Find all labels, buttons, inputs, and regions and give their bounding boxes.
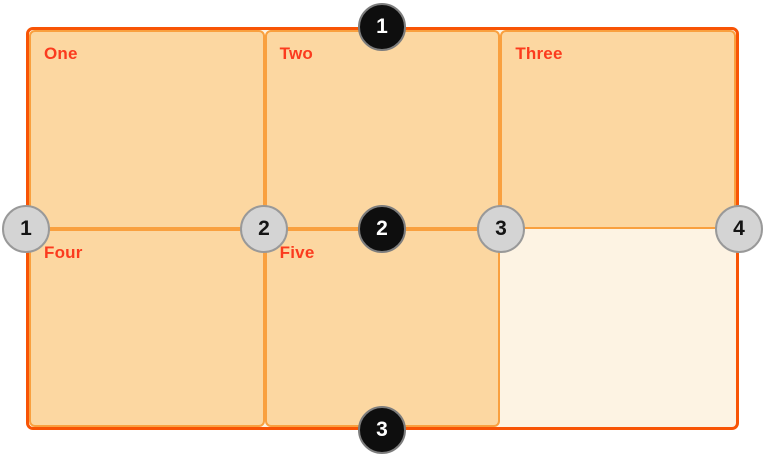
cell-label-one: One [44, 44, 78, 63]
cell-label-five: Five [279, 242, 315, 262]
column-line-badge-2: 2 [240, 205, 288, 253]
column-line-badge-3: 3 [477, 205, 525, 253]
grid-cell-one: One [29, 30, 265, 229]
grid-cell-four: Four [29, 228, 265, 427]
grid-container: One Two Three Four Five [26, 27, 739, 430]
cell-label-two: Two [279, 44, 313, 63]
cell-label-four: Four [44, 242, 83, 262]
grid-cell-empty [500, 229, 736, 428]
grid-cell-two: Two [264, 30, 501, 229]
column-line-badge-1: 1 [2, 205, 50, 253]
row-line-badge-3: 3 [358, 406, 406, 454]
grid-cell-three: Three [500, 30, 736, 229]
grid-cell-five: Five [264, 228, 501, 427]
row-line-badge-1: 1 [358, 3, 406, 51]
cell-label-three: Three [515, 44, 563, 63]
row-line-badge-2: 2 [358, 205, 406, 253]
column-line-badge-4: 4 [715, 205, 763, 253]
